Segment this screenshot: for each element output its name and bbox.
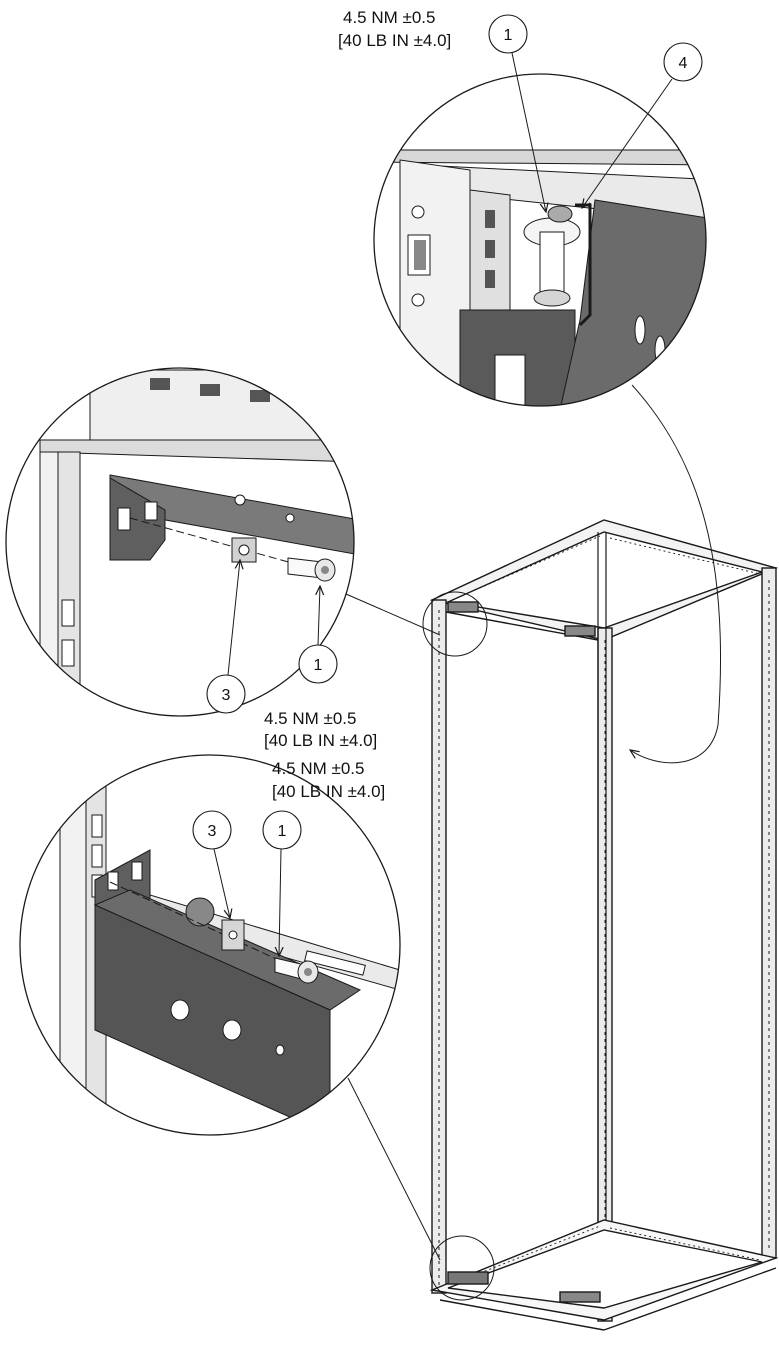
svg-text:[40 LB IN ±4.0]: [40 LB IN ±4.0]	[264, 731, 377, 750]
svg-text:4.5 NM ±0.5: 4.5 NM ±0.5	[264, 709, 356, 728]
balloon-top-clip: 4	[582, 42, 703, 208]
balloon-mid-screw: 1	[298, 586, 338, 684]
svg-text:1: 1	[314, 657, 323, 674]
torque-spec-middle: 4.5 NM ±0.5 [40 LB IN ±4.0]	[264, 709, 377, 750]
torque-spec-top: 4.5 NM ±0.5 [40 LB IN ±4.0]	[338, 8, 451, 50]
balloon-bottom-nut: 3	[192, 810, 231, 918]
callout-balloons: 1 4 3 1 3 1	[192, 14, 703, 956]
balloon-mid-nut: 3	[206, 560, 246, 714]
highlight-circle-top-corner	[422, 591, 488, 657]
balloon-bottom-screw: 1	[262, 810, 302, 956]
rack-frame	[429, 519, 779, 1331]
balloon-top-screw: 1	[488, 14, 546, 212]
svg-text:3: 3	[222, 687, 231, 704]
svg-text:1: 1	[504, 27, 513, 44]
torque-spec-bottom: 4.5 NM ±0.5 [40 LB IN ±4.0]	[272, 759, 385, 801]
detail-view-middle	[5, 367, 355, 717]
svg-text:1: 1	[278, 823, 287, 840]
svg-text:4.5 NM ±0.5: 4.5 NM ±0.5	[272, 759, 364, 778]
highlight-circle-bottom-corner	[429, 1235, 495, 1301]
svg-text:[40 LB IN ±4.0]: [40 LB IN ±4.0]	[272, 782, 385, 801]
svg-text:3: 3	[208, 823, 217, 840]
leader-lines	[345, 384, 722, 1301]
svg-text:4: 4	[679, 55, 688, 72]
svg-text:4.5 NM ±0.5: 4.5 NM ±0.5	[343, 8, 435, 27]
detail-view-bottom	[19, 754, 401, 1136]
detail-view-top	[373, 73, 707, 407]
svg-text:[40 LB IN ±4.0]: [40 LB IN ±4.0]	[338, 31, 451, 50]
